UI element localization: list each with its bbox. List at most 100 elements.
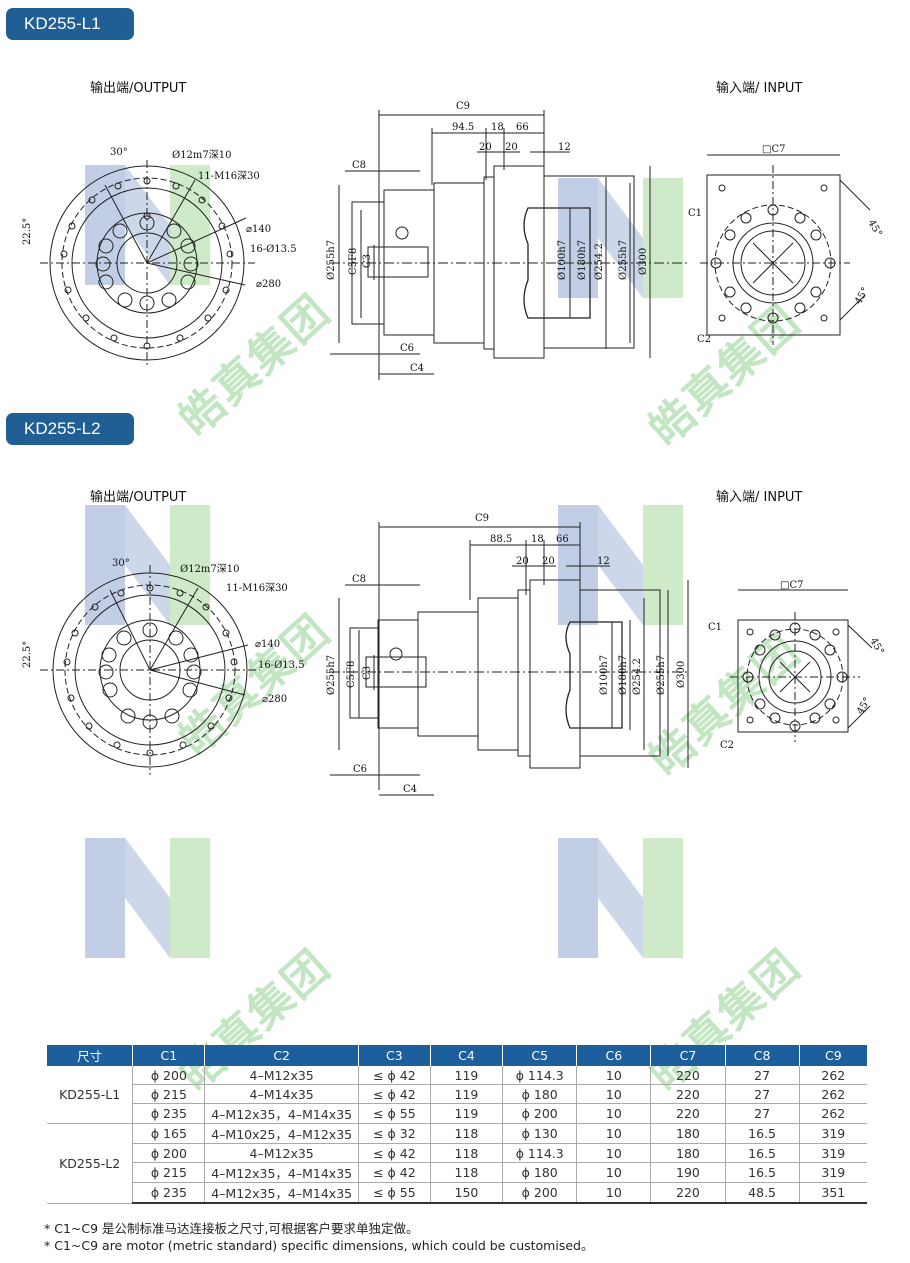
output-label-l2: 输出端/OUTPUT <box>90 490 187 505</box>
table-cell: 118 <box>430 1162 504 1183</box>
dim-l2-hole1: Ø12m7深10 <box>180 563 240 575</box>
table-cell: ϕ 180 <box>502 1084 578 1104</box>
dim-l2-20b: 20 <box>542 556 555 567</box>
dim-l2-c1: C1 <box>708 622 722 633</box>
table-cell: ϕ 235 <box>132 1103 206 1124</box>
dim-l1-c8: C8 <box>352 160 366 171</box>
dim-l1-angle30: 30° <box>110 147 128 158</box>
footnotes: * C1~C9 是公制标准马达连接板之尺寸,可根据客户要求单独定做。 * C1~… <box>44 1220 593 1254</box>
table-cell: 119 <box>430 1103 504 1124</box>
dim-l2-c3: C3 <box>362 666 373 680</box>
dim-l2-d255b: Ø255h7 <box>656 655 667 695</box>
col-header: C9 <box>799 1045 867 1066</box>
dim-l1-12: 12 <box>558 142 571 153</box>
table-cell: ϕ 114.3 <box>502 1143 578 1163</box>
section-title-l2: KD255-L2 <box>6 413 134 445</box>
table-cell: ϕ 200 <box>502 1182 578 1204</box>
output-label-l1: 输出端/OUTPUT <box>90 81 187 96</box>
dim-l2-d300: Ø300 <box>676 661 687 688</box>
table-cell: ≤ ϕ 55 <box>358 1103 431 1124</box>
l1-output-holes <box>60 177 234 350</box>
table-cell: ϕ 165 <box>132 1123 206 1144</box>
dim-l1-d100: Ø100h7 <box>557 240 568 280</box>
dim-l1-20a: 20 <box>479 142 492 153</box>
dim-l1-c4: C4 <box>410 363 424 374</box>
table-cell: 119 <box>430 1084 504 1104</box>
table-cell: 262 <box>799 1103 867 1124</box>
dim-l2-885: 88.5 <box>490 534 512 545</box>
dim-l1-holes16: 16-Ø13.5 <box>250 244 297 255</box>
table-cell: 16.5 <box>725 1143 800 1163</box>
table-cell: 220 <box>650 1103 726 1124</box>
table-cell: 10 <box>576 1162 652 1183</box>
dim-l1-hole1: Ø12m7深10 <box>172 149 232 161</box>
dim-l2-d2542: Ø254.2 <box>632 658 643 695</box>
table-cell: ϕ 130 <box>502 1123 578 1144</box>
table-cell: ϕ 235 <box>132 1182 206 1204</box>
l1-side-view <box>330 110 690 380</box>
dim-l2-d140: ⌀140 <box>255 639 280 650</box>
dim-l1-20b: 20 <box>505 142 518 153</box>
table-cell: 4–M14x35 <box>204 1084 359 1104</box>
dim-l2-18: 18 <box>531 534 544 545</box>
table-cell: ϕ 114.3 <box>502 1066 578 1085</box>
table-cell: 16.5 <box>725 1123 800 1144</box>
col-header: C4 <box>430 1045 504 1066</box>
dim-l1-d300: Ø300 <box>638 248 649 275</box>
table-cell: 10 <box>576 1084 652 1104</box>
dim-l1-angle225: 22.5° <box>22 218 33 245</box>
table-cell: 190 <box>650 1162 726 1183</box>
col-header: C7 <box>650 1045 726 1066</box>
dim-l2-angle225: 22.5° <box>22 641 33 668</box>
dim-l2-holes16: 16-Ø13.5 <box>258 660 305 671</box>
table-cell: 220 <box>650 1066 726 1085</box>
dim-l2-c9: C9 <box>475 513 489 524</box>
dim-l1-945: 94.5 <box>452 122 474 133</box>
table-cell: ϕ 200 <box>502 1103 578 1124</box>
table-cell: 180 <box>650 1123 726 1144</box>
col-header: C6 <box>576 1045 652 1066</box>
col-header: 尺寸 <box>47 1045 134 1066</box>
l2-output-view <box>40 565 260 775</box>
dim-l1-c1: C1 <box>688 208 702 219</box>
dim-l2-d280: ⌀280 <box>262 694 287 705</box>
table-cell: 351 <box>799 1182 867 1204</box>
dim-l1-a45a: 45° <box>865 218 883 239</box>
table-cell: 4–M12x35，4–M14x35 <box>204 1103 359 1124</box>
section-title-l1: KD255-L1 <box>6 8 134 40</box>
table-cell: 220 <box>650 1084 726 1104</box>
table-cell: 118 <box>430 1143 504 1163</box>
col-header: C3 <box>358 1045 431 1066</box>
table-cell: 220 <box>650 1182 726 1204</box>
l2-input-view <box>730 589 873 742</box>
dim-l1-d2542: Ø254.2 <box>594 243 605 280</box>
table-cell: ϕ 215 <box>132 1084 206 1104</box>
dim-l1-d180: Ø180h7 <box>577 240 588 280</box>
table-cell: 4–M12x35，4–M14x35 <box>204 1182 359 1204</box>
dim-l1-c5: C5F8 <box>348 248 359 275</box>
table-cell: 10 <box>576 1143 652 1163</box>
dim-l1-d255b: Ø255h7 <box>618 240 629 280</box>
table-cell: 150 <box>430 1182 504 1204</box>
table-cell: ≤ ϕ 42 <box>358 1162 431 1183</box>
dim-l1-a45b: 45° <box>853 286 871 307</box>
table-cell: 262 <box>799 1084 867 1104</box>
dim-l1-c6: C6 <box>400 343 414 354</box>
table-cell: ≤ ϕ 42 <box>358 1143 431 1163</box>
table-cell: 319 <box>799 1123 867 1144</box>
table-cell: ϕ 215 <box>132 1162 206 1183</box>
table-cell: 27 <box>725 1084 800 1104</box>
dim-l1-c7: □C7 <box>762 144 785 155</box>
dim-l2-c6: C6 <box>353 764 367 775</box>
table-cell: ≤ ϕ 55 <box>358 1182 431 1204</box>
col-header: C5 <box>502 1045 578 1066</box>
table-cell: ϕ 200 <box>132 1143 206 1163</box>
table-cell: ≤ ϕ 42 <box>358 1066 431 1085</box>
dim-l2-angle30: 30° <box>112 558 130 569</box>
table-cell: 27 <box>725 1103 800 1124</box>
